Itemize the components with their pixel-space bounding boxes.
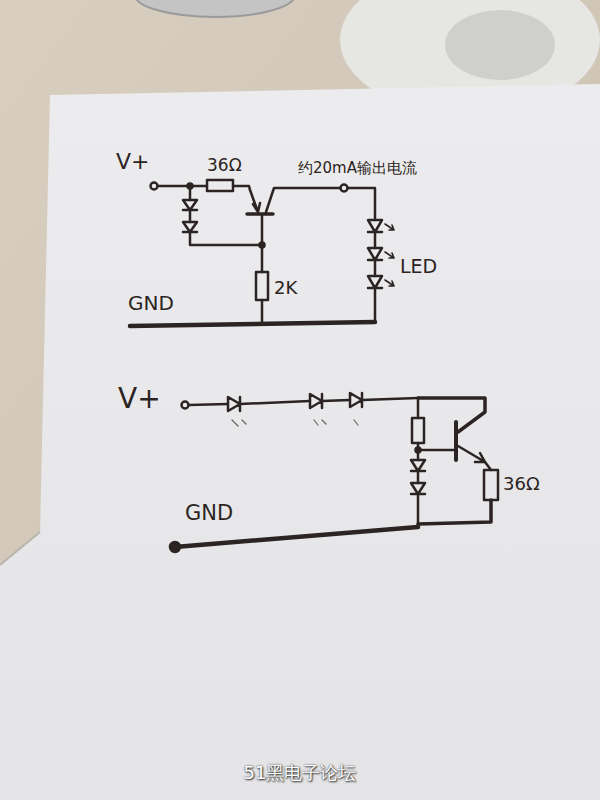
led-symbol [368, 248, 382, 260]
pen-marks [232, 420, 358, 426]
transistor-base [247, 212, 273, 216]
net-name: GND [185, 502, 233, 525]
wire [418, 443, 456, 460]
wire [418, 500, 491, 524]
resistor-value: 36Ω [207, 156, 242, 175]
wire [417, 494, 420, 527]
light-arrows [385, 224, 394, 286]
terminal-name: V+ [118, 384, 161, 415]
led-symbol [368, 276, 382, 288]
part-name: LED [400, 256, 437, 277]
ground-rail [175, 527, 418, 547]
resistor-symbol [256, 272, 268, 300]
circuit-two [170, 393, 498, 552]
transistor-base [454, 422, 458, 460]
ground-rail [130, 322, 375, 326]
wire [417, 471, 420, 483]
resistor-symbol [412, 418, 424, 443]
paper-edge [0, 532, 40, 565]
diode-symbol [411, 483, 425, 494]
diode-symbol [183, 200, 197, 210]
input-terminal [151, 183, 158, 190]
tape-roll-hole [445, 10, 555, 80]
diode-symbol [411, 460, 425, 471]
wire [158, 185, 207, 188]
resistor-symbol [207, 180, 233, 191]
junction-dot [416, 448, 421, 453]
diode-symbol [228, 397, 240, 411]
ground-terminal [170, 542, 180, 552]
watermark: 51黑电子论坛 [244, 763, 357, 783]
object-rim [135, 0, 295, 17]
resistor-value: 2K [274, 278, 297, 298]
diode-symbol [350, 393, 362, 407]
wire [233, 186, 250, 190]
diode-symbol [183, 222, 197, 232]
transistor-collector [266, 188, 340, 212]
wire [261, 300, 264, 323]
input-terminal [182, 402, 189, 409]
junction-dot [260, 243, 265, 248]
wire [417, 398, 420, 418]
transistor-emitter [250, 190, 260, 212]
net-name: GND [128, 292, 174, 314]
wire [189, 398, 418, 405]
transistor-emitter [458, 446, 485, 462]
wire [190, 186, 262, 245]
transistor-collector [418, 398, 485, 432]
resistor-symbol [484, 470, 498, 500]
output-note: 约20mA输出电流 [298, 160, 417, 177]
terminal-name: V+ [116, 150, 149, 174]
diode-symbol [310, 394, 322, 408]
resistor-value: 36Ω [503, 474, 540, 494]
output-terminal [341, 185, 348, 192]
paper-sheet [0, 84, 600, 800]
led-symbol [368, 220, 382, 232]
